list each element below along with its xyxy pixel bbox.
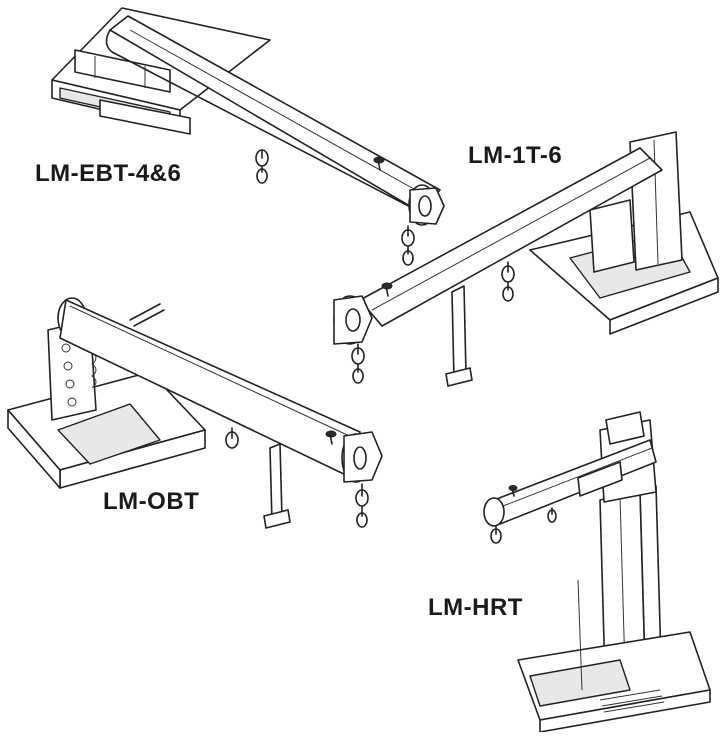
label-lm-1t: LM-1T-6 bbox=[468, 142, 563, 169]
lm-obt-drawing bbox=[7, 297, 383, 529]
lm-ebt-drawing bbox=[51, 7, 445, 266]
lm-1t-drawing bbox=[333, 131, 719, 387]
label-lm-hrt: LM-HRT bbox=[428, 594, 523, 621]
label-lm-ebt: LM-EBT-4&6 bbox=[35, 160, 182, 187]
lm-hrt-drawing bbox=[483, 411, 711, 733]
label-lm-obt: LM-OBT bbox=[103, 488, 200, 515]
